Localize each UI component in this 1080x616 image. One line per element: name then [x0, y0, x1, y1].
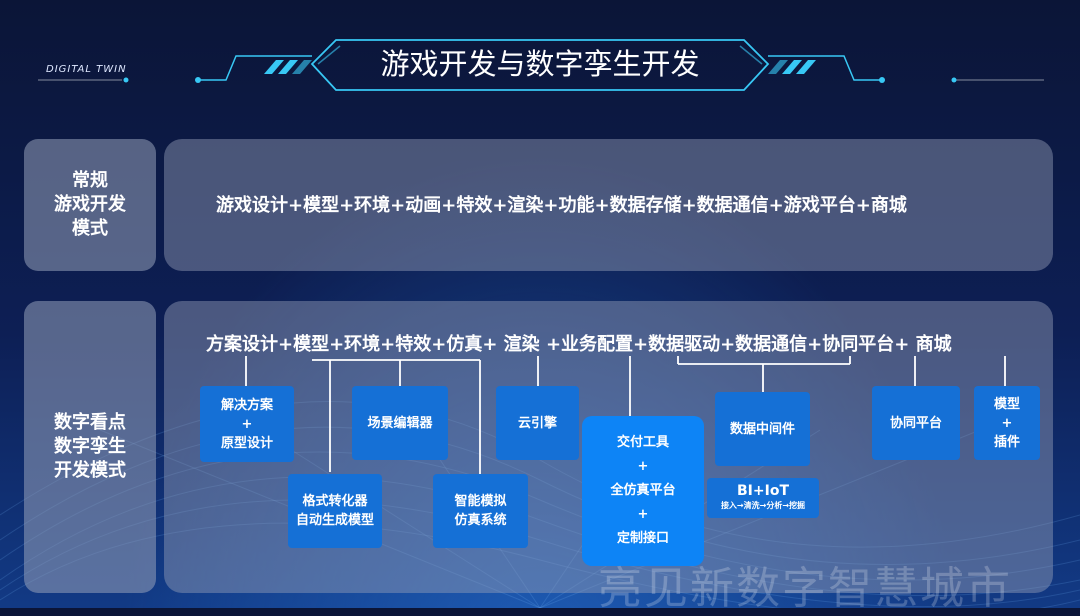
traditional-pipeline-text: 游戏设计+模型+环境+动画+特效+渲染+功能+数据存储+数据通信+游戏平台+商城 [216, 195, 907, 216]
watermark: 亮见新数字智慧城市 [598, 563, 1012, 614]
header-decoration [38, 39, 1044, 91]
cloud-engine-box: 云引擎 [496, 386, 579, 460]
row-panel-traditional: 游戏设计+模型+环境+动画+特效+渲染+功能+数据存储+数据通信+游戏平台+商城 [164, 139, 1053, 271]
delivery-tools-box: 交付工具 + 全仿真平台 + 定制接口 [582, 416, 704, 566]
brand-label: DIGITAL TWIN [46, 64, 127, 75]
bi-iot-box: BI+IoT 接入→清洗→分析→挖掘 [707, 478, 819, 518]
format-converter-box: 格式转化器 自动生成模型 [288, 474, 382, 548]
bi-iot-title: BI+IoT [737, 483, 789, 499]
row-label-digital-twin: 数字看点 数字孪生 开发模式 [24, 301, 156, 593]
smart-simulation-box: 智能模拟 仿真系统 [433, 474, 528, 548]
scene-editor-box: 场景编辑器 [352, 386, 448, 460]
bi-iot-subtitle: 接入→清洗→分析→挖掘 [720, 501, 806, 510]
collaboration-platform-box: 协同平台 [872, 386, 960, 460]
solution-design-box: 解决方案 + 原型设计 [200, 386, 294, 462]
data-middleware-box: 数据中间件 [715, 392, 810, 466]
model-plugin-box: 模型 + 插件 [974, 386, 1040, 460]
page-title: 游戏开发与数字孪生开发 [380, 47, 700, 81]
digital-twin-pipeline-text: 方案设计+模型+环境+特效+仿真+ 渲染 +业务配置+数据驱动+数据通信+协同平… [206, 334, 952, 355]
row-label-traditional: 常规 游戏开发 模式 [24, 139, 156, 271]
